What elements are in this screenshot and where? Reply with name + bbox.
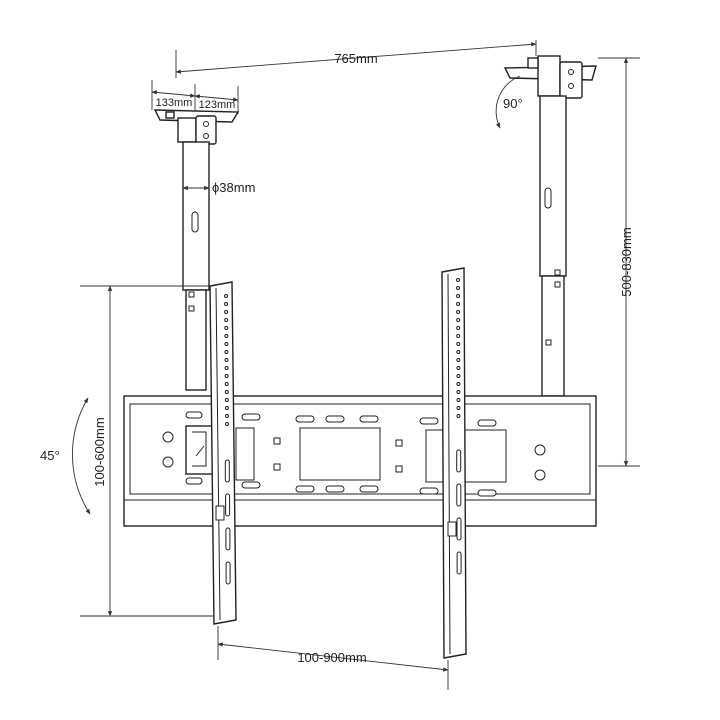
- strap-hole: [224, 366, 229, 370]
- strap-hole: [224, 318, 229, 322]
- mounting-frame: [123, 395, 597, 527]
- dim-ceiling-span: 765mm: [175, 40, 537, 78]
- strap-slot: [456, 517, 462, 541]
- strap-slot: [456, 483, 462, 507]
- right-ceiling-plate: [503, 55, 597, 99]
- label-plate-left: 133mm: [156, 97, 193, 109]
- strap-hole: [456, 406, 461, 410]
- strap-hole: [456, 414, 461, 418]
- strap-slot: [456, 449, 462, 473]
- strap-hole: [224, 342, 229, 346]
- strap-hole: [456, 326, 461, 330]
- dim-plate: 133mm 123mm: [151, 80, 239, 114]
- left-ceiling-plate: [153, 109, 240, 145]
- label-ceiling-span: 765mm: [334, 51, 377, 66]
- strap-hole: [224, 358, 229, 362]
- label-horizontal-spacing: 100-900mm: [297, 650, 366, 665]
- strap-hole: [456, 366, 461, 370]
- strap-slot: [224, 459, 230, 483]
- strap-hole: [224, 326, 229, 330]
- strap-slot: [225, 561, 231, 585]
- dim-pole-length: 500-830mm: [598, 57, 640, 467]
- strap-hole: [456, 334, 461, 338]
- strap-hole: [456, 302, 461, 306]
- strap-hole: [456, 398, 461, 402]
- strap-hole: [224, 350, 229, 354]
- strap-hole: [225, 414, 229, 418]
- strap-hole: [456, 310, 461, 314]
- strap-hole: [224, 382, 229, 386]
- swivel-indicator: 90°: [495, 75, 523, 129]
- strap-hole: [224, 302, 229, 306]
- strap-hole: [224, 334, 229, 338]
- strap-hole: [224, 310, 229, 314]
- label-swivel: 90°: [503, 96, 523, 111]
- strap-hole: [456, 342, 461, 346]
- strap-hole: [456, 350, 461, 354]
- strap-slot: [225, 493, 231, 517]
- dim-horizontal-spacing: 100-900mm: [217, 626, 449, 690]
- strap-hole: [456, 358, 461, 362]
- strap-hole: [456, 390, 461, 394]
- strap-hole: [456, 374, 461, 378]
- label-vertical-spacing: 100-600mm: [92, 417, 107, 486]
- strap-hole: [224, 398, 229, 402]
- tilt-indicator: 45°: [40, 397, 91, 515]
- strap-hole: [225, 422, 229, 426]
- strap-hole: [224, 294, 228, 298]
- strap-hole: [456, 318, 461, 322]
- label-plate-right: 123mm: [199, 99, 236, 111]
- left-vertical-strap: [209, 281, 237, 625]
- strap-slot: [456, 551, 462, 575]
- label-tilt: 45°: [40, 448, 60, 463]
- dim-pole-diameter: ϕ38mm: [182, 180, 255, 195]
- label-pole-diameter: ϕ38mm: [212, 180, 255, 195]
- strap-hole: [456, 294, 461, 298]
- strap-hole: [456, 286, 460, 290]
- strap-hole: [456, 278, 460, 282]
- strap-hole: [224, 406, 229, 410]
- right-pole: [539, 95, 567, 397]
- strap-hole: [224, 374, 229, 378]
- dim-vertical-spacing: 100-600mm: [80, 285, 214, 617]
- strap-slot: [225, 527, 231, 551]
- right-vertical-strap: [441, 267, 467, 659]
- strap-hole: [456, 382, 461, 386]
- left-pole: [182, 141, 210, 391]
- strap-hole: [224, 390, 229, 394]
- label-pole-length: 500-830mm: [619, 227, 634, 296]
